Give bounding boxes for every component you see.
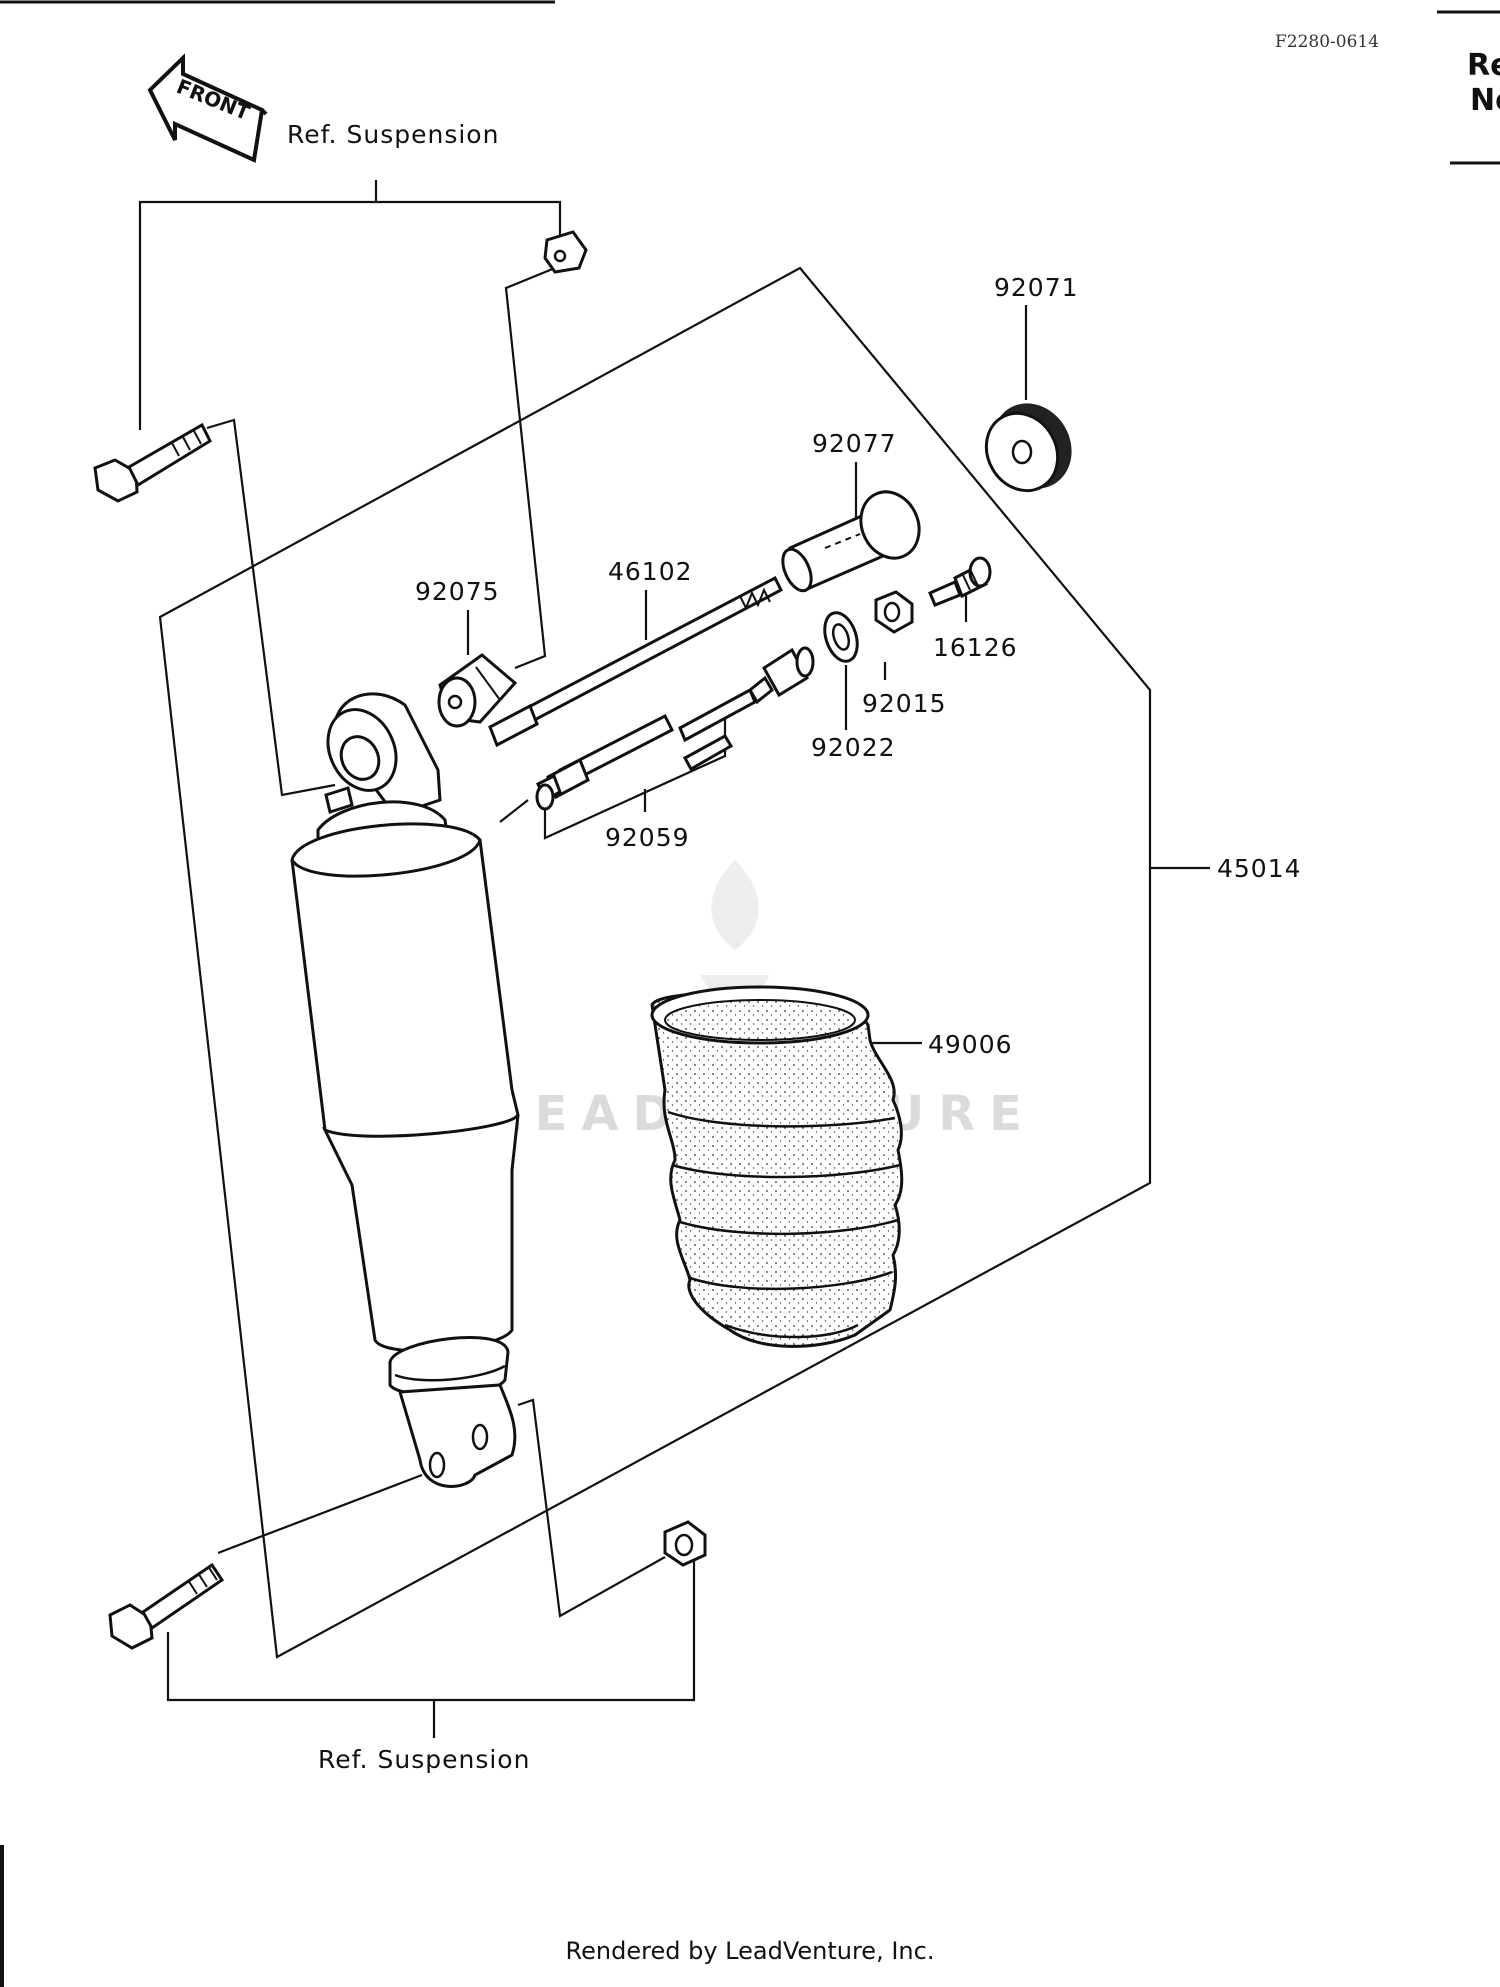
assembly-boundary-45014 — [158, 266, 1152, 1659]
ref-bracket-bottom — [166, 1560, 696, 1738]
rod-46102-icon — [488, 575, 783, 748]
shock-absorber-icon — [290, 692, 520, 1488]
boot-49006-icon — [650, 985, 904, 1348]
part-45014-label: 45014 — [1217, 854, 1302, 883]
bottom-nut-icon — [663, 1520, 707, 1567]
bottom-bolt-icon — [108, 1562, 225, 1650]
edge-text-1: Re — [1467, 48, 1500, 83]
grommet-92071-icon — [984, 403, 1072, 493]
footer-credit: Rendered by LeadVenture, Inc. — [565, 1937, 935, 1965]
diagram-code: F2280-0614 — [1275, 32, 1379, 52]
top-bolt-icon — [93, 422, 212, 503]
bushing-92075-icon — [437, 653, 518, 728]
part-92077-label: 92077 — [812, 429, 897, 458]
part-92059-label: 92059 — [605, 823, 690, 852]
front-arrow-icon: FRONT — [147, 53, 268, 163]
part-92022-label: 92022 — [811, 733, 896, 762]
edge-text-2: No — [1470, 83, 1500, 118]
ref-bracket-top — [138, 180, 562, 430]
leader-lines — [206, 266, 1210, 1618]
ref-suspension-top: Ref. Suspension — [287, 120, 499, 149]
part-49006-label: 49006 — [928, 1030, 1013, 1059]
part-16126-label: 16126 — [933, 633, 1018, 662]
ref-suspension-bottom: Ref. Suspension — [318, 1745, 530, 1774]
valve-16126-icon — [928, 556, 992, 607]
washer-92022-icon — [823, 611, 859, 663]
part-92075-label: 92075 — [415, 577, 500, 606]
part-92015-label: 92015 — [862, 689, 947, 718]
top-nut-icon — [543, 230, 588, 274]
part-92071-label: 92071 — [994, 273, 1079, 302]
part-46102-label: 46102 — [608, 557, 693, 586]
rod-92059-icon — [535, 646, 815, 811]
nut-92015-icon — [874, 590, 914, 634]
collar-92077-icon — [781, 490, 921, 593]
